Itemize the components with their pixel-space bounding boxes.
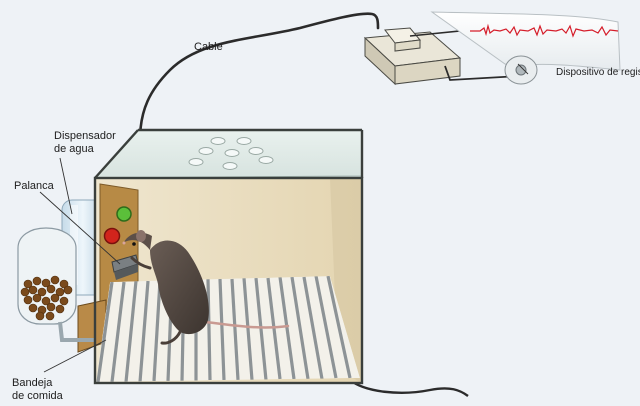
- paper-roll-icon: [430, 11, 621, 85]
- food-pellets: [20, 275, 73, 321]
- lever-label: Palanca: [14, 180, 54, 192]
- cable-label: Cable: [194, 41, 223, 53]
- bottom-cable: [349, 379, 469, 397]
- water-dispenser-label-line1: Dispensador: [54, 130, 116, 142]
- recording-trace: [470, 23, 619, 38]
- recording-device-label: Dispositivo de registro: [556, 67, 640, 78]
- cable: [138, 12, 380, 142]
- food-tray-label-line1: Bandeja: [12, 377, 53, 389]
- recorder-icon: [363, 27, 521, 86]
- ventilation-holes: [188, 137, 274, 170]
- rat-icon: [122, 230, 290, 345]
- water-dispenser-label-line2: de agua: [54, 143, 94, 155]
- food-tray-label-line2: de comida: [12, 390, 63, 402]
- green-light-icon: [116, 206, 132, 222]
- callout-lines: [39, 63, 529, 373]
- box-frame: [93, 128, 364, 385]
- food-dispenser-icon: [17, 227, 96, 342]
- red-light-icon: [103, 227, 121, 245]
- grid-floor: [96, 276, 360, 382]
